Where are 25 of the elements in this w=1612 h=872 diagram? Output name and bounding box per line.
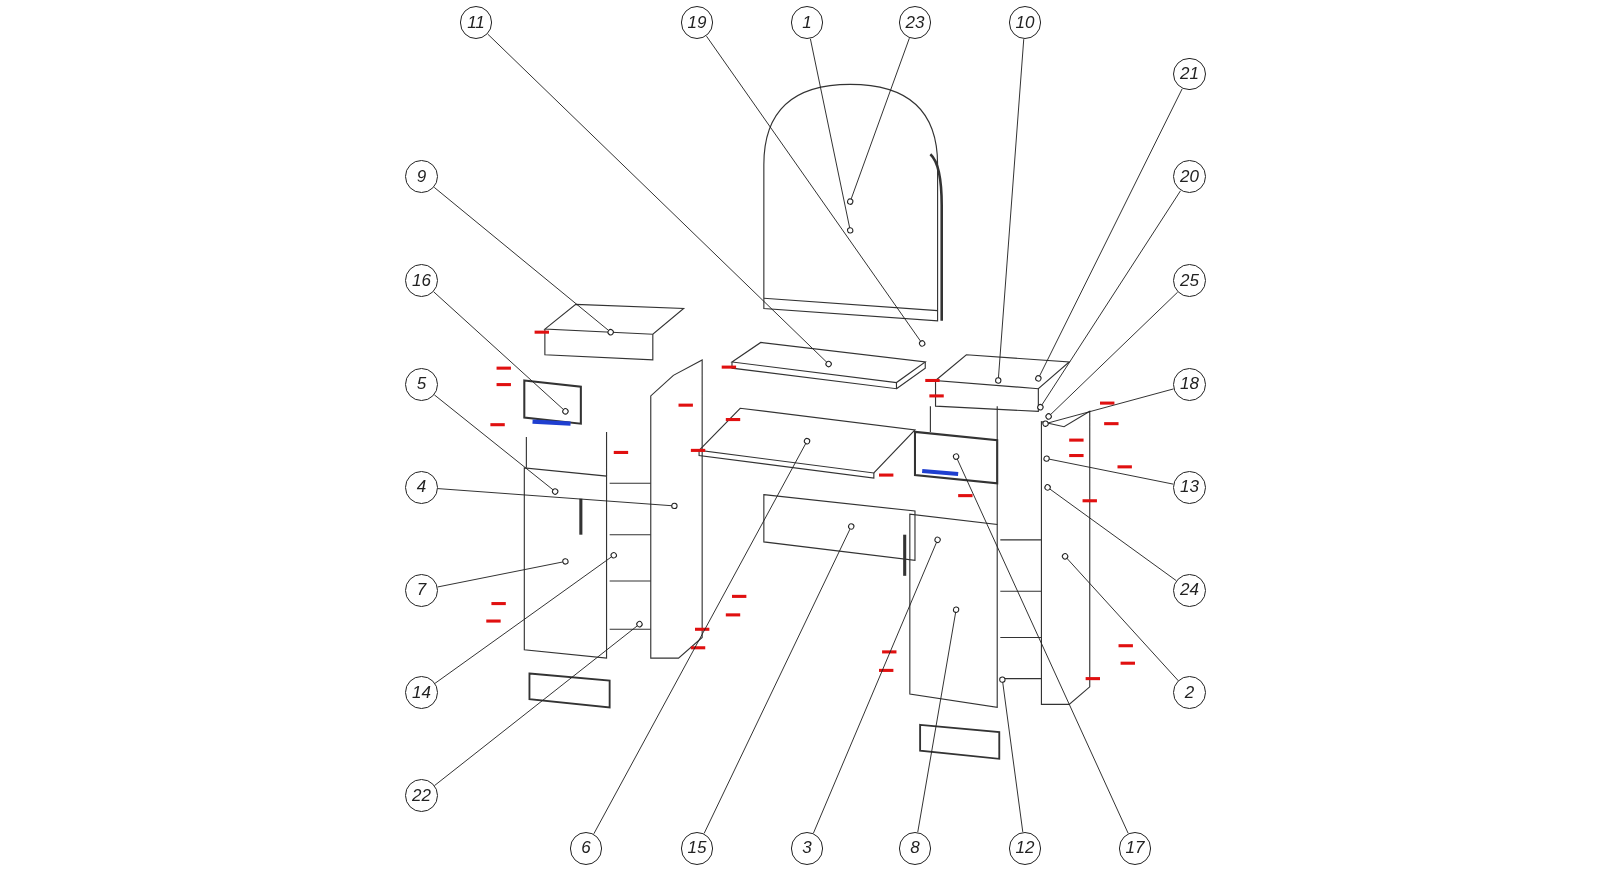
callout-number: 6 [569,831,603,865]
callout-number: 11 [459,6,493,40]
callout-number: 4 [405,470,438,504]
callout-number: 16 [405,264,438,298]
callout-number: 21 [1173,57,1206,91]
callout-number: 10 [1008,6,1042,40]
callout-number: 22 [405,779,438,813]
callout-number: 19 [680,6,714,40]
callout-number: 15 [680,831,714,865]
callout-number: 5 [405,368,438,401]
callout-number: 2 [1173,676,1206,710]
callout-number: 17 [1118,831,1152,865]
callout-number: 20 [1173,160,1206,194]
callout-number: 7 [405,573,438,607]
callout-number: 25 [1173,264,1206,298]
callout-number: 14 [405,676,438,710]
callout-number: 1 [790,6,824,40]
callout-number: 18 [1173,368,1206,401]
callout-number: 13 [1173,470,1206,504]
callout-number: 3 [790,831,824,865]
callout-number: 12 [1008,831,1042,865]
callout-number: 23 [898,6,932,40]
callout-number: 24 [1173,573,1206,607]
callout-number: 8 [898,831,932,865]
callout-number: 9 [405,160,438,194]
